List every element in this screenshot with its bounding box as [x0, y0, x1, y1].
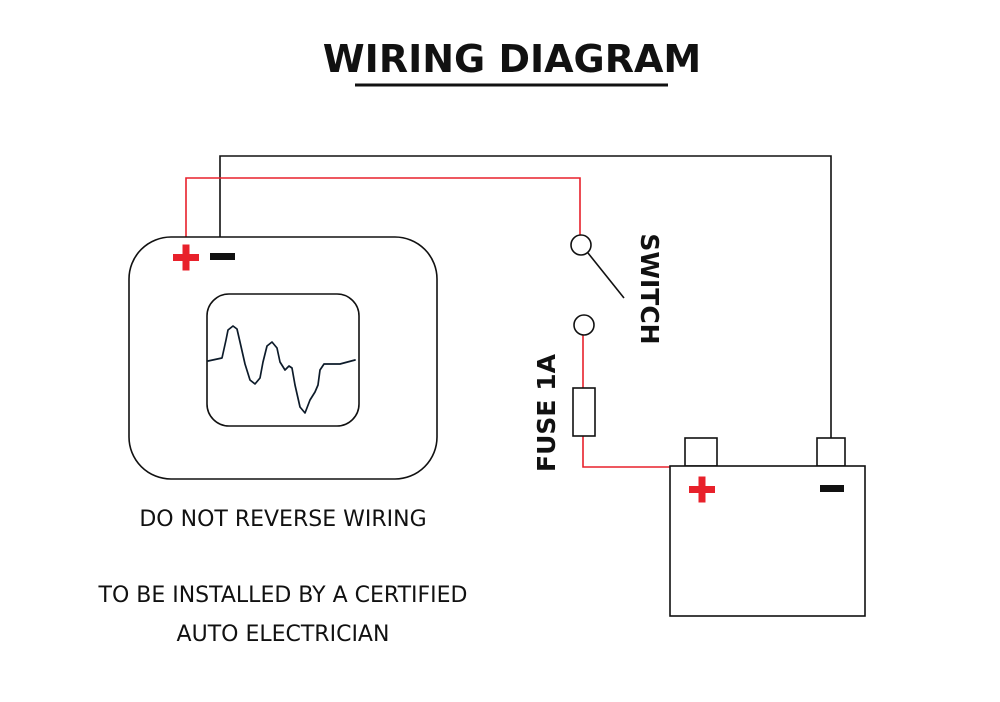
install-note-line-1: TO BE INSTALLED BY A CERTIFIED — [98, 583, 468, 608]
battery-negative-post — [816, 437, 846, 467]
device-positive-terminal-icon — [173, 244, 199, 271]
switch-bottom-contact — [573, 314, 595, 336]
switch-component — [570, 234, 625, 336]
switch-label: SWITCH — [635, 233, 664, 344]
battery-positive-terminal-icon — [689, 476, 715, 503]
battery-component — [669, 437, 866, 617]
battery-positive-post — [684, 437, 718, 467]
page-title: WIRING DIAGRAM — [323, 37, 701, 81]
switch-lever — [587, 252, 625, 299]
positive-wire-device-to-switch — [185, 177, 581, 240]
positive-wire-fuse-to-battery — [582, 436, 672, 468]
fuse-component — [572, 387, 596, 437]
waveform-trace — [207, 325, 356, 414]
battery-negative-terminal-icon — [820, 485, 844, 492]
gauge-device — [128, 236, 438, 480]
install-note-line-2: AUTO ELECTRICIAN — [177, 622, 390, 647]
device-screen — [206, 293, 360, 427]
negative-wire — [219, 155, 832, 438]
fuse-label: FUSE 1A — [532, 353, 561, 472]
switch-top-contact — [570, 234, 592, 256]
warning-note: DO NOT REVERSE WIRING — [139, 507, 426, 532]
device-negative-terminal-icon — [210, 253, 235, 260]
